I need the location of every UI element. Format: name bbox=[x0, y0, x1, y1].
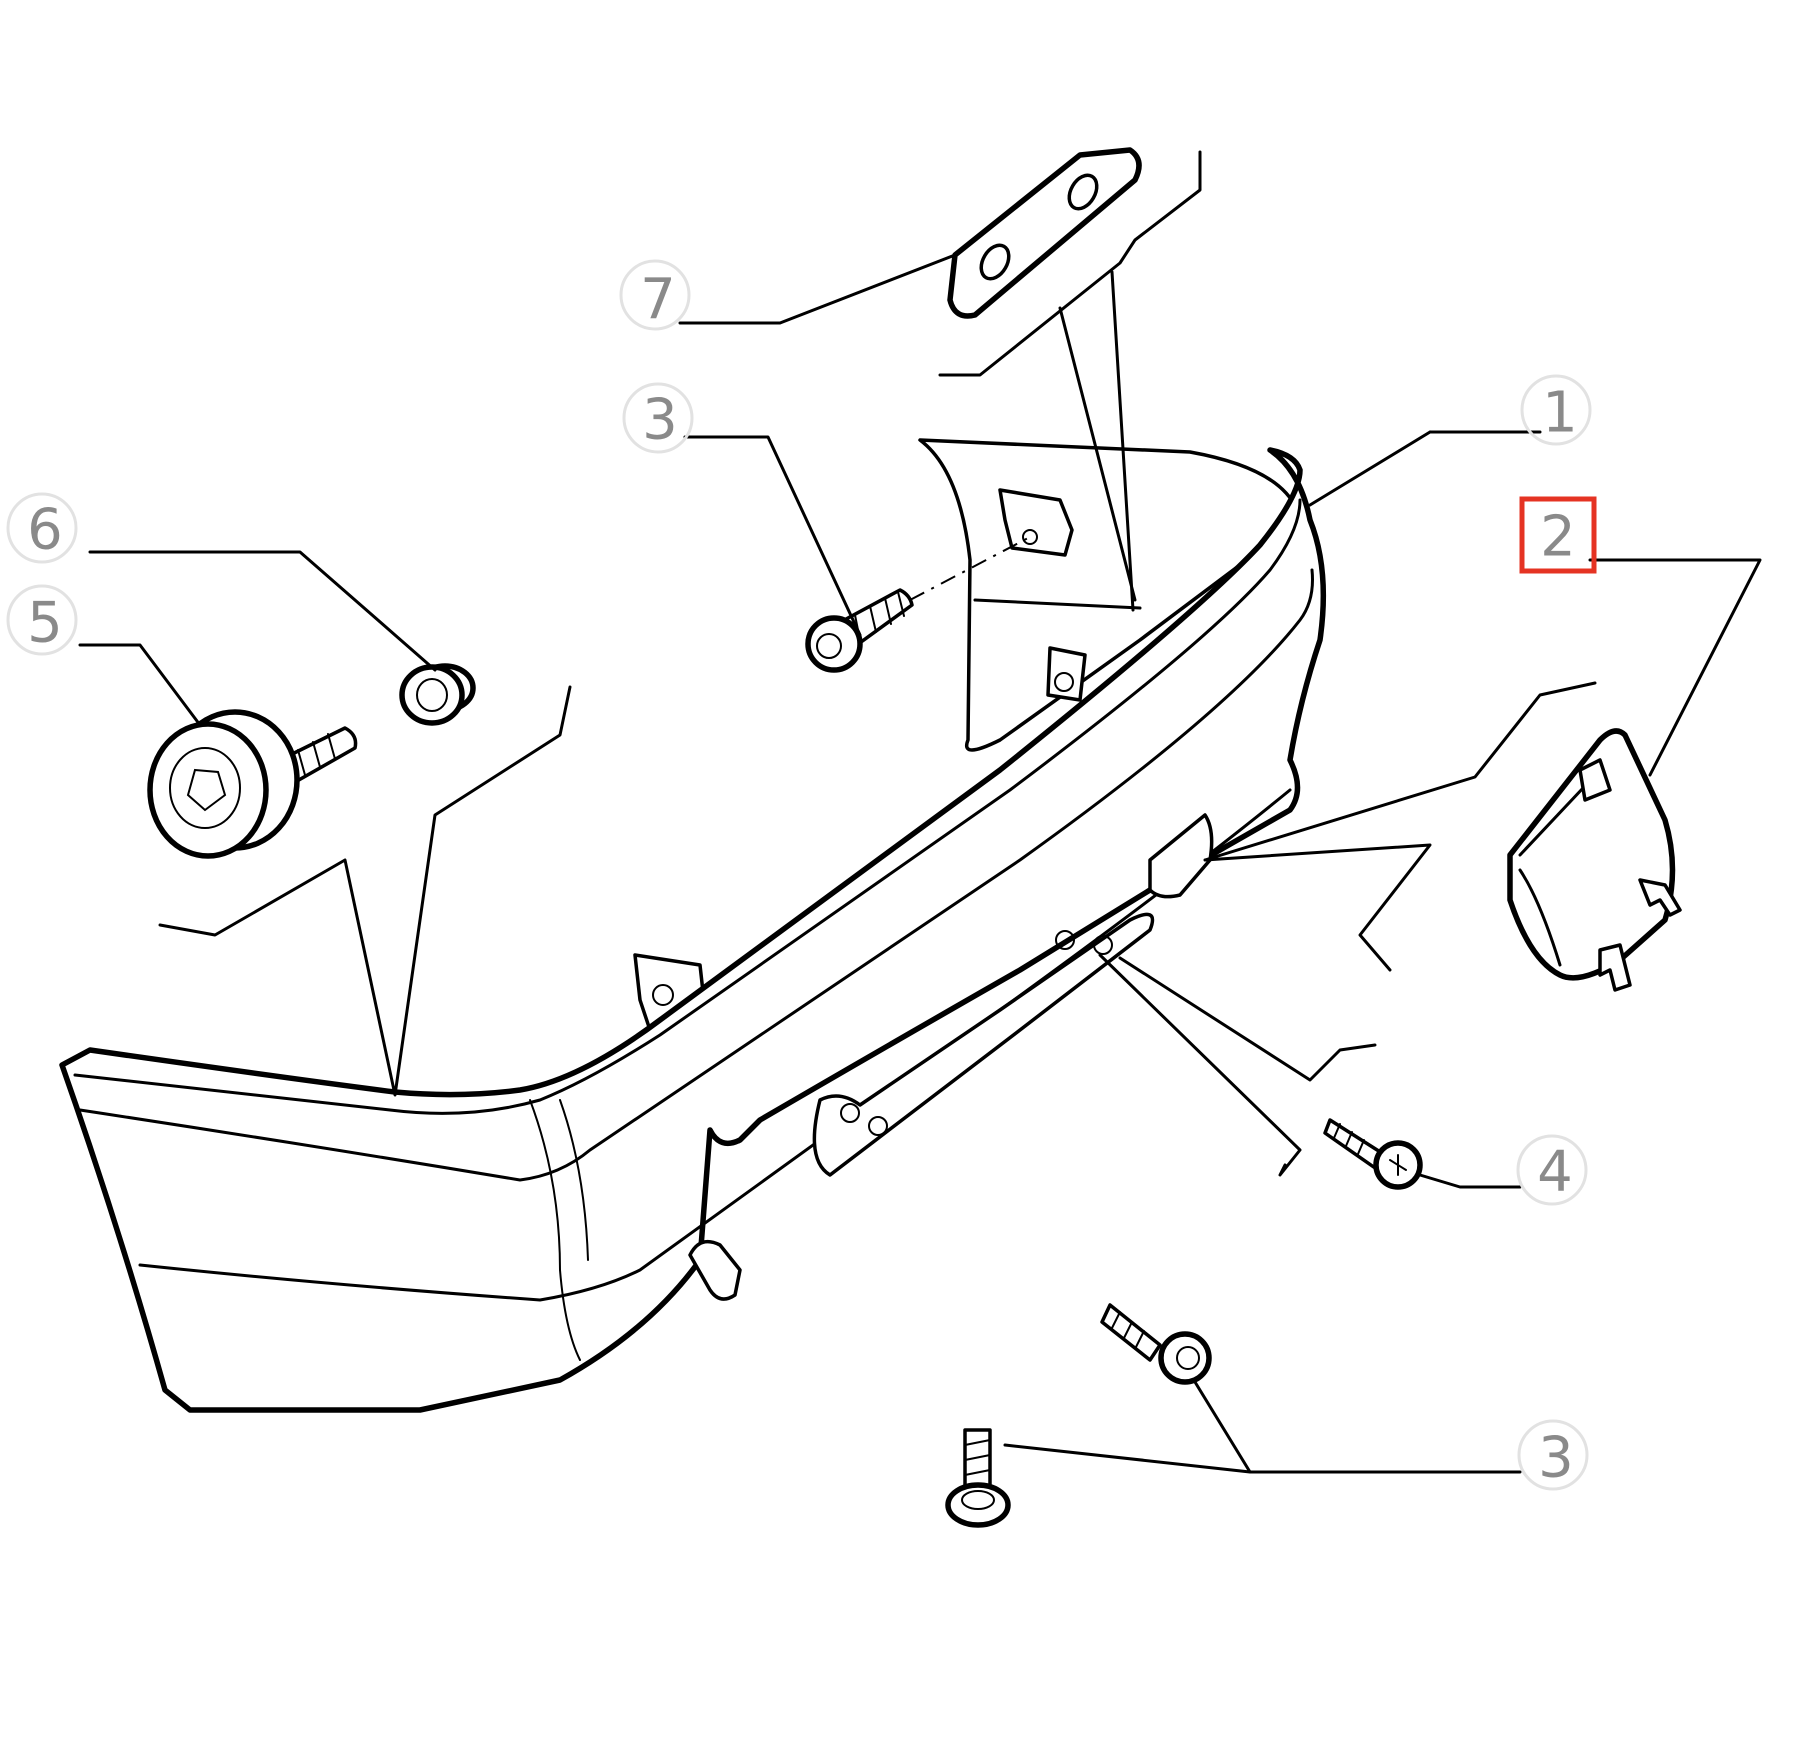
bumper-part bbox=[59, 438, 1327, 1413]
spacer-bush-part bbox=[399, 663, 476, 726]
callout-4-label: 4 bbox=[1537, 1140, 1573, 1205]
callout-3-bottom[interactable]: 3 bbox=[1517, 1419, 1589, 1491]
callout-7[interactable]: 7 bbox=[619, 259, 691, 333]
callout-4[interactable]: 4 bbox=[1516, 1134, 1588, 1206]
callout-2[interactable]: 2 bbox=[1519, 496, 1597, 574]
callout-2-label: 2 bbox=[1540, 505, 1576, 570]
end-cap-cover-part bbox=[1507, 728, 1682, 992]
mounting-bracket-part bbox=[947, 147, 1142, 319]
bolt-part-top bbox=[805, 588, 914, 673]
screw-part bbox=[1323, 1118, 1423, 1190]
callout-7-label: 7 bbox=[640, 268, 676, 333]
callout-5-label: 5 bbox=[27, 591, 63, 656]
callout-6[interactable]: 6 bbox=[6, 492, 78, 564]
leader-lines bbox=[78, 150, 1762, 1474]
callout-3-top[interactable]: 3 bbox=[622, 382, 694, 454]
bolt-part-lower-left bbox=[945, 1428, 1011, 1528]
callout-2-highlight-box bbox=[1519, 496, 1597, 574]
callout-1-label: 1 bbox=[1542, 381, 1578, 446]
bolt-part-lower-right bbox=[1100, 1303, 1212, 1385]
buffer-part bbox=[147, 709, 358, 859]
callout-1[interactable]: 1 bbox=[1520, 374, 1592, 446]
callout-5[interactable]: 5 bbox=[6, 584, 78, 656]
callout-3-bottom-label: 3 bbox=[1538, 1426, 1574, 1491]
callout-6-label: 6 bbox=[27, 498, 63, 563]
callout-3-top-label: 3 bbox=[642, 388, 678, 453]
